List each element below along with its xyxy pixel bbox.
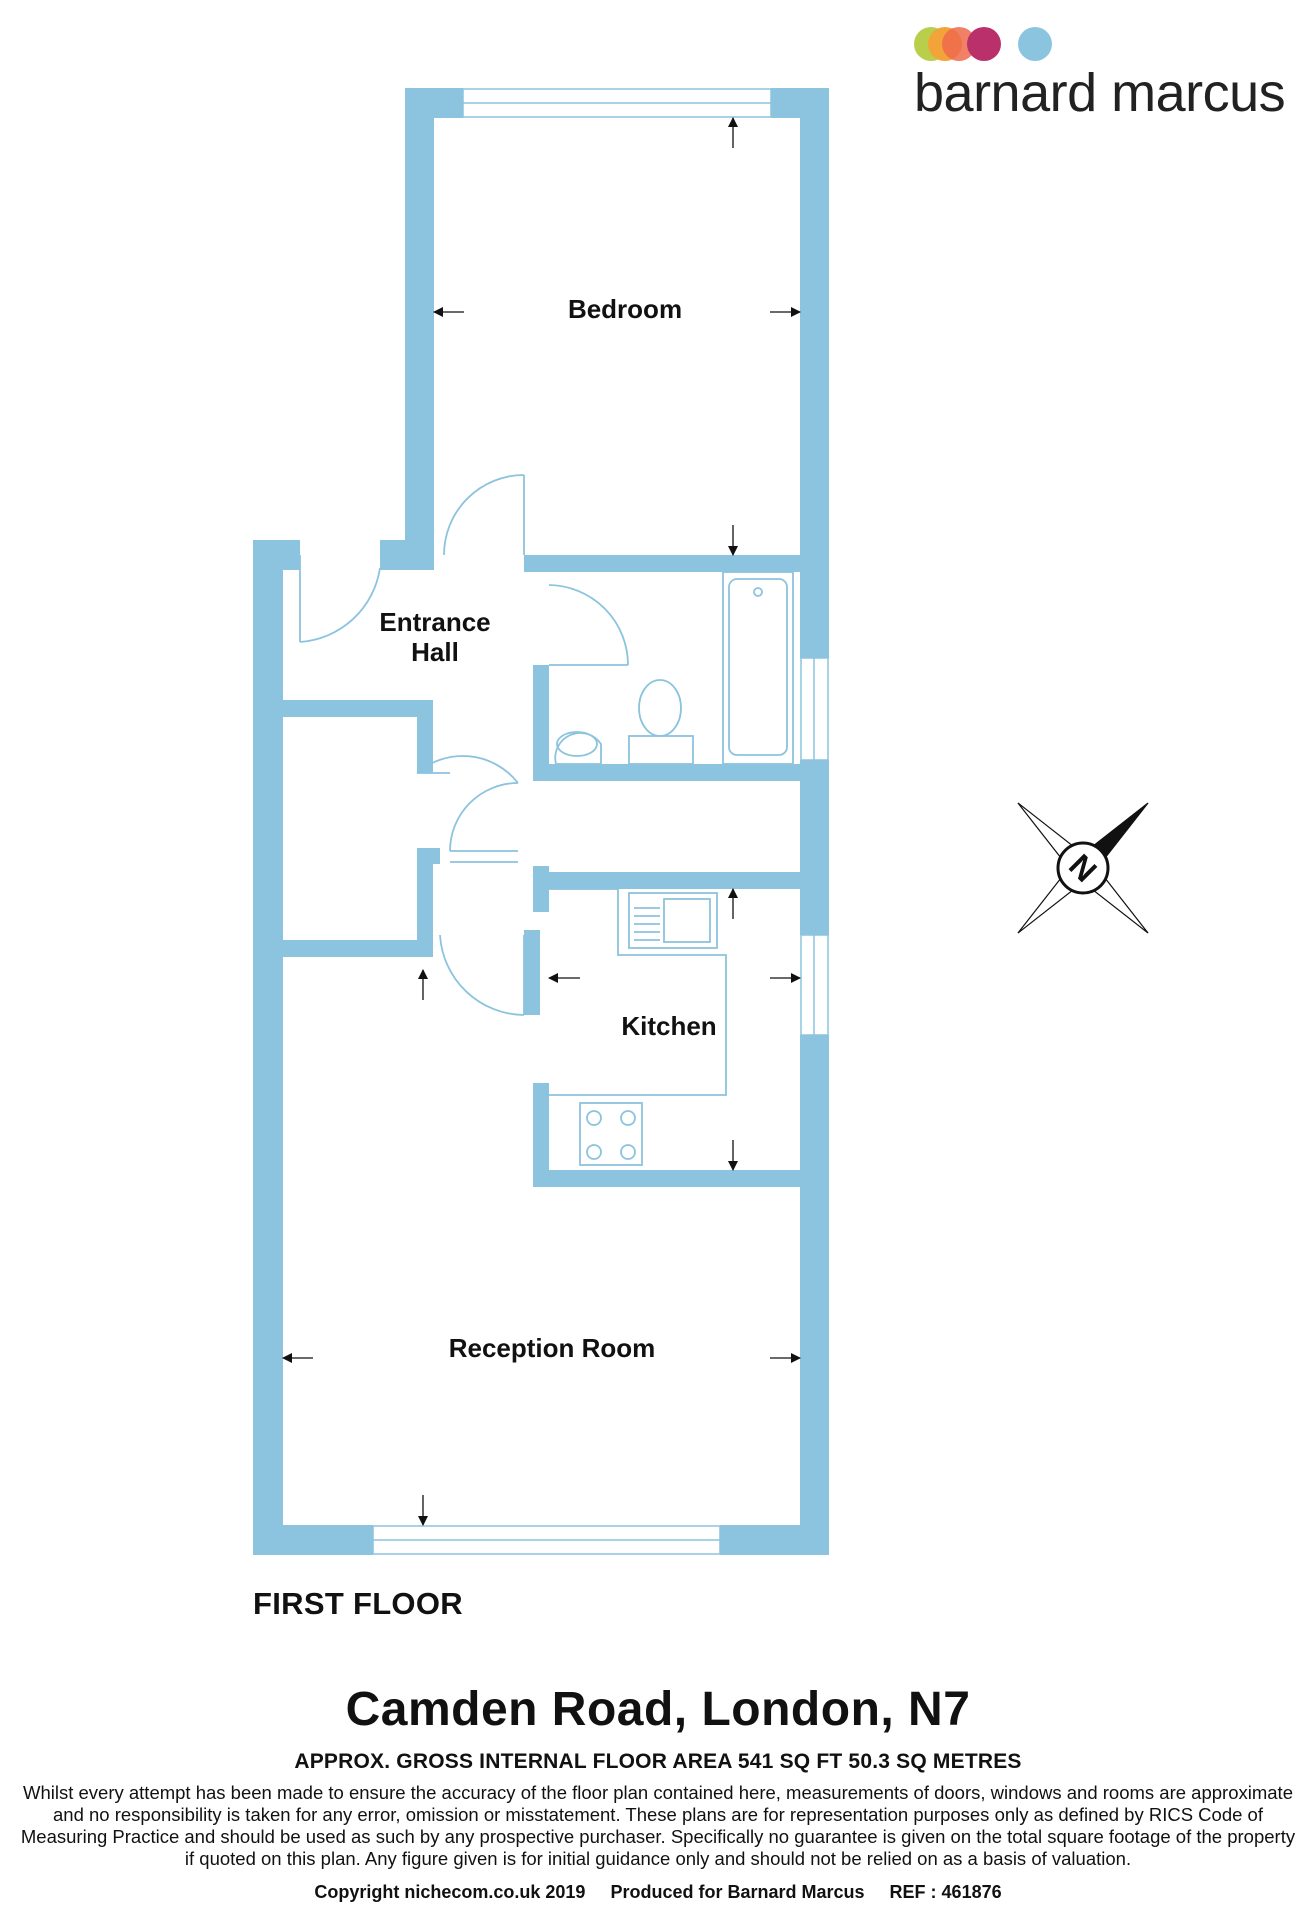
windows	[372, 88, 829, 1555]
logo-dot	[967, 27, 1001, 61]
walls	[253, 88, 829, 1555]
floor-plan: Bedroom Entrance Hall Kitchen Reception …	[253, 88, 1149, 1555]
brand-name: barnard marcus	[914, 63, 1286, 123]
produced-for-text: Produced for Barnard Marcus	[610, 1882, 865, 1902]
north-compass-icon	[1017, 802, 1149, 934]
copyright-text: Copyright nichecom.co.uk 2019	[314, 1882, 586, 1902]
reference-text: REF : 461876	[889, 1882, 1002, 1902]
copyright-line: Copyright nichecom.co.uk 2019 Produced f…	[0, 1882, 1316, 1903]
floor-label: FIRST FLOOR	[253, 1586, 463, 1621]
disclaimer-text: Whilst every attempt has been made to en…	[20, 1782, 1296, 1869]
property-address: Camden Road, London, N7	[345, 1683, 971, 1736]
doors-fixtures	[299, 474, 794, 1166]
room-label-bedroom: Bedroom	[568, 294, 682, 324]
room-label-entrance-hall-2: Hall	[411, 637, 459, 667]
floor-area: APPROX. GROSS INTERNAL FLOOR AREA 541 SQ…	[294, 1750, 1022, 1773]
room-label-kitchen: Kitchen	[621, 1011, 716, 1041]
logo-dot	[1018, 27, 1052, 61]
brand-logo: barnard marcus	[914, 24, 1294, 124]
dimension-arrows	[282, 117, 801, 1526]
room-label-entrance-hall: Entrance	[379, 607, 490, 637]
room-label-reception: Reception Room	[449, 1333, 656, 1363]
